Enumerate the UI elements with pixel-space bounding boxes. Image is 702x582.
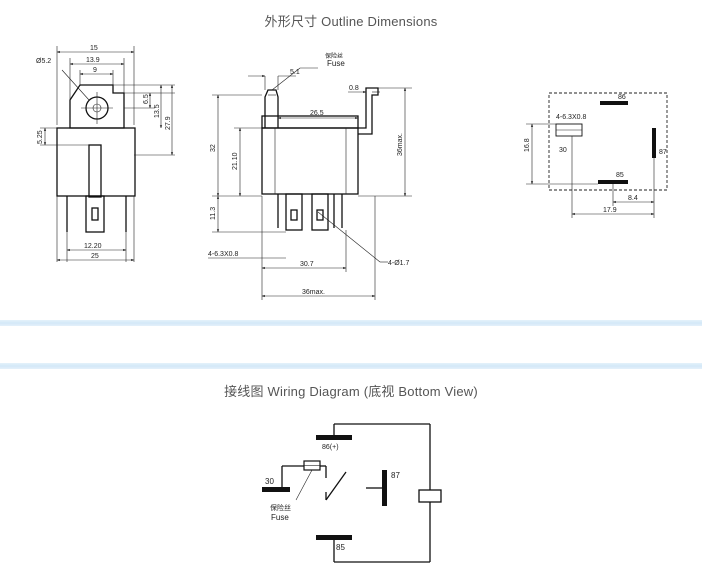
dim-21-10: 21.10 [232,152,239,170]
front-view [40,46,175,262]
dim-36max-vertical: 36max. [397,133,404,156]
dim-32: 32 [210,144,217,152]
wiring-pin-86-label: 86(+) [322,444,339,451]
dim-9: 9 [93,67,97,74]
dim-8-4: 8.4 [628,195,638,202]
side-view [208,67,412,300]
pin-30-label: 30 [559,147,567,154]
wiring-diagram [262,423,442,563]
fuse-label-en: Fuse [327,59,345,68]
dim-hole-diameter: Ø5.2 [36,58,51,65]
dim-13-5: 13.5 [154,104,161,118]
dim-13-9: 13.9 [86,57,100,64]
terminal-size-label: 4-6.3X0.8 [556,114,586,121]
dim-15: 15 [90,45,98,52]
wiring-diagram-title: 接线图 Wiring Diagram (底视 Bottom View) [224,384,478,399]
wiring-pin-85-label: 85 [336,543,345,552]
pin-85-label: 85 [616,172,624,179]
outline-dimensions-title: 外形尺寸 Outline Dimensions [264,14,438,29]
wiring-fuse-label-en: Fuse [271,513,289,522]
dim-terminal-size: 4-6.3X0.8 [208,251,238,258]
dim-pin-diameter: 4-Ø1.7 [388,260,410,267]
dim-0-8: 0.8 [349,85,359,92]
fuse-label-cn: 保险丝 [325,52,343,60]
dim-5-25: 5.25 [37,130,44,144]
dim-6-5: 6.5 [143,94,150,104]
dim-30-7: 30.7 [300,261,314,268]
dim-11-3: 11.3 [210,207,217,220]
dim-5-1: 5.1 [290,69,300,76]
pin-87-label: 87 [659,149,667,156]
dim-36max-horizontal: 36max. [302,289,325,296]
bottom-view [526,92,668,218]
section-divider [0,320,702,326]
dim-26-5: 26.5 [310,110,324,117]
dim-17-9: 17.9 [603,207,617,214]
dim-27-9: 27.9 [165,116,172,130]
dim-25: 25 [91,253,99,260]
wiring-fuse-label-cn: 保险丝 [270,503,291,512]
dim-12-20: 12.20 [84,243,102,250]
section-divider [0,363,702,369]
wiring-pin-87-label: 87 [391,471,400,480]
pin-86-label: 86 [618,94,626,101]
dim-16-8: 16.8 [524,138,531,152]
wiring-pin-30-label: 30 [265,477,274,486]
